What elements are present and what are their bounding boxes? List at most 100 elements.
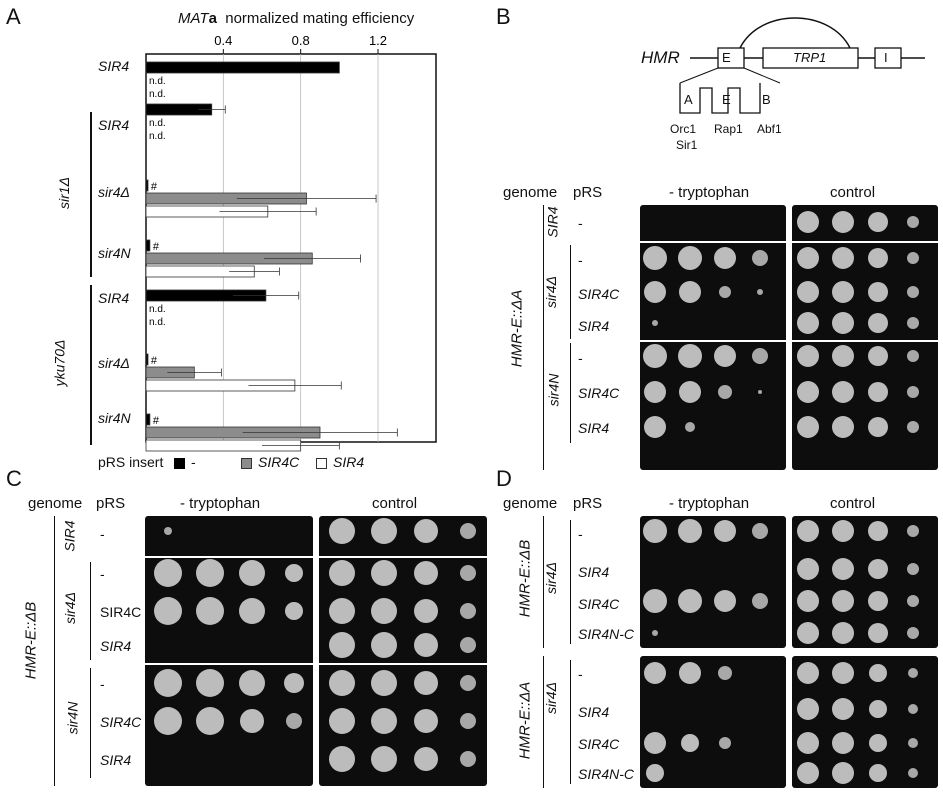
d-strain-line-top: [543, 516, 544, 648]
site-schematic: [679, 83, 761, 114]
d-strain-top: HMR-E::ΔB: [516, 539, 534, 618]
gene-label: TRP1: [793, 50, 827, 65]
row-label-sir1-sir4: SIR4: [98, 117, 130, 133]
chart-title-prefix: MAT: [178, 10, 209, 27]
b-genome-line-3: [570, 343, 571, 443]
bar-5-0: [145, 353, 149, 366]
group-label-yku70: yku70Δ: [51, 339, 68, 387]
d-row-bottom-4: SIR4N-C: [578, 766, 635, 782]
d-plate-minus-trp-top: [640, 516, 786, 648]
trp1-box: [762, 47, 859, 69]
b-genome-line-2: [570, 245, 571, 339]
tick-label-2: 1.2: [369, 33, 387, 48]
c-row-1: -: [100, 526, 105, 542]
c-header-genome: genome: [28, 495, 83, 512]
b-genome-sir4d: sir4Δ: [542, 276, 559, 308]
silencer-i-box: [874, 47, 902, 69]
d-genome-line-top: [570, 520, 571, 644]
row-label-yku-sir4n: sir4N: [98, 410, 131, 426]
b-row-5: -: [578, 350, 583, 366]
hash-label-6: #: [153, 415, 160, 427]
d-genome-top: sir4Δ: [542, 562, 559, 594]
b-row-6: SIR4C: [578, 385, 620, 401]
panel-b-letter: B: [496, 4, 511, 29]
hash-label-5: #: [151, 355, 158, 367]
legend-label-sir4: SIR4: [333, 454, 365, 470]
d-header-prs: pRS: [573, 495, 603, 512]
d-row-bottom-3: SIR4C: [578, 736, 620, 752]
b-header-genome: genome: [503, 184, 558, 201]
group-bracket-yku70: [90, 285, 92, 445]
chart-title: MATa normalized mating efficiency: [178, 10, 414, 27]
locus-name: HMR: [641, 48, 680, 67]
protein-orc1: Orc1: [670, 122, 697, 136]
nd-label-4-1: n.d.: [149, 304, 166, 315]
b-header-control: control: [830, 184, 876, 201]
panel-d-letter: D: [496, 466, 512, 491]
legend-swatch-gray: [241, 458, 252, 469]
d-row-top-3: SIR4C: [578, 596, 620, 612]
legend-swatch-black: [174, 458, 185, 469]
b-genome-sir4: SIR4: [544, 206, 561, 238]
d-row-top-2: SIR4: [578, 564, 610, 580]
b-plate-control: [792, 205, 938, 470]
bar-3-0: [145, 239, 151, 252]
tick-label-0: 0.4: [214, 33, 232, 48]
c-header-prs: pRS: [96, 495, 126, 512]
nd-label-0-1: n.d.: [149, 76, 166, 87]
c-genome-line-3: [90, 668, 91, 778]
site-b-label: B: [762, 92, 771, 107]
d-header-genome: genome: [503, 495, 558, 512]
group-label-sir1: sir1Δ: [55, 177, 72, 209]
c-row-2: -: [100, 566, 105, 582]
tick-label-1: 0.8: [292, 33, 310, 48]
chart-title-bold: a: [208, 10, 217, 27]
bar-0-0: [145, 61, 340, 74]
d-header-control: control: [830, 495, 876, 512]
panel-c-letter: C: [6, 466, 22, 491]
protein-abf1: Abf1: [757, 122, 782, 136]
d-strain-line-bottom: [543, 656, 544, 788]
b-row-4: SIR4: [578, 318, 610, 334]
b-header-minus-trp: - tryptophan: [669, 184, 750, 201]
c-header-control: control: [372, 495, 418, 512]
row-label-yku-sir4d: sir4Δ: [98, 355, 130, 371]
c-row-5: -: [100, 676, 105, 692]
chart-title-suffix: normalized mating efficiency: [216, 10, 415, 27]
repression-arc: [739, 17, 851, 49]
panel-a-letter: A: [6, 4, 21, 29]
b-row-1: -: [578, 215, 583, 231]
hash-label-2: #: [151, 181, 158, 193]
legend-label-none: -: [191, 454, 196, 470]
b-row-2: -: [578, 252, 583, 268]
legend-title: pRS insert: [98, 454, 164, 470]
d-row-top-4: SIR4N-C: [578, 626, 635, 642]
c-row-4: SIR4: [100, 638, 132, 654]
row-label-sir1-sir4d: sir4Δ: [98, 184, 130, 200]
c-genome-sir4d: sir4Δ: [61, 592, 78, 624]
zoom-lines: [679, 67, 781, 84]
nd-label-1-1: n.d.: [149, 118, 166, 129]
c-divider-2: [145, 663, 487, 665]
c-header-minus-trp: - tryptophan: [180, 495, 261, 512]
d-plate-control-top: [792, 516, 938, 648]
b-row-7: SIR4: [578, 420, 610, 436]
bar-6-0: [145, 413, 151, 426]
d-genome-bottom: sir4Δ: [542, 682, 559, 714]
row-label-yku-sir4: SIR4: [98, 290, 130, 306]
d-row-top-1: -: [578, 526, 583, 542]
c-genome-sir4n: sir4N: [64, 701, 81, 735]
b-divider-1: [640, 241, 938, 243]
row-label-sir1-sir4n: sir4N: [98, 245, 131, 261]
b-divider-2: [640, 340, 938, 342]
c-divider-1: [145, 556, 487, 558]
c-row-3: SIR4C: [100, 604, 142, 620]
silencer-e-label: E: [722, 50, 731, 65]
hash-label-3: #: [153, 241, 160, 253]
nd-label-1-2: n.d.: [149, 131, 166, 142]
group-bracket-sir1: [90, 112, 92, 277]
b-row-3: SIR4C: [578, 286, 620, 302]
c-strain-label: HMR-E::ΔB: [22, 601, 40, 680]
b-strain-line: [543, 205, 544, 470]
hmr-locus-diagram: [679, 17, 925, 114]
